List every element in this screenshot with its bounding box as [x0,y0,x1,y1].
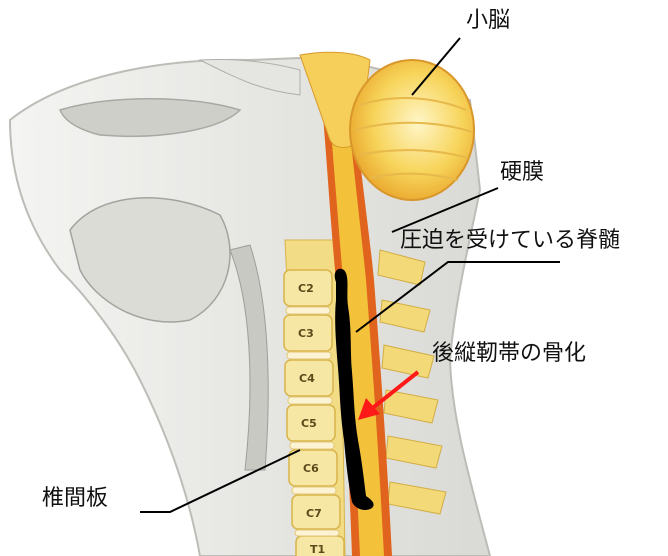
label-dura: 硬膜 [500,162,544,184]
vertebra-label: C2 [298,282,314,295]
label-disc: 椎間板 [42,488,108,510]
vertebra-label: C3 [298,327,314,340]
vertebra-label: C5 [301,417,317,430]
vertebra-label: C4 [299,372,315,385]
vertebra-label: T1 [310,543,325,556]
vertebra-label: C6 [303,462,319,475]
label-opll: 後縦靭帯の骨化 [432,343,586,365]
label-cerebellum: 小脳 [466,10,510,32]
vertebra-label: C7 [306,507,322,520]
label-compressed-cord: 圧迫を受けている脊髄 [400,230,620,252]
